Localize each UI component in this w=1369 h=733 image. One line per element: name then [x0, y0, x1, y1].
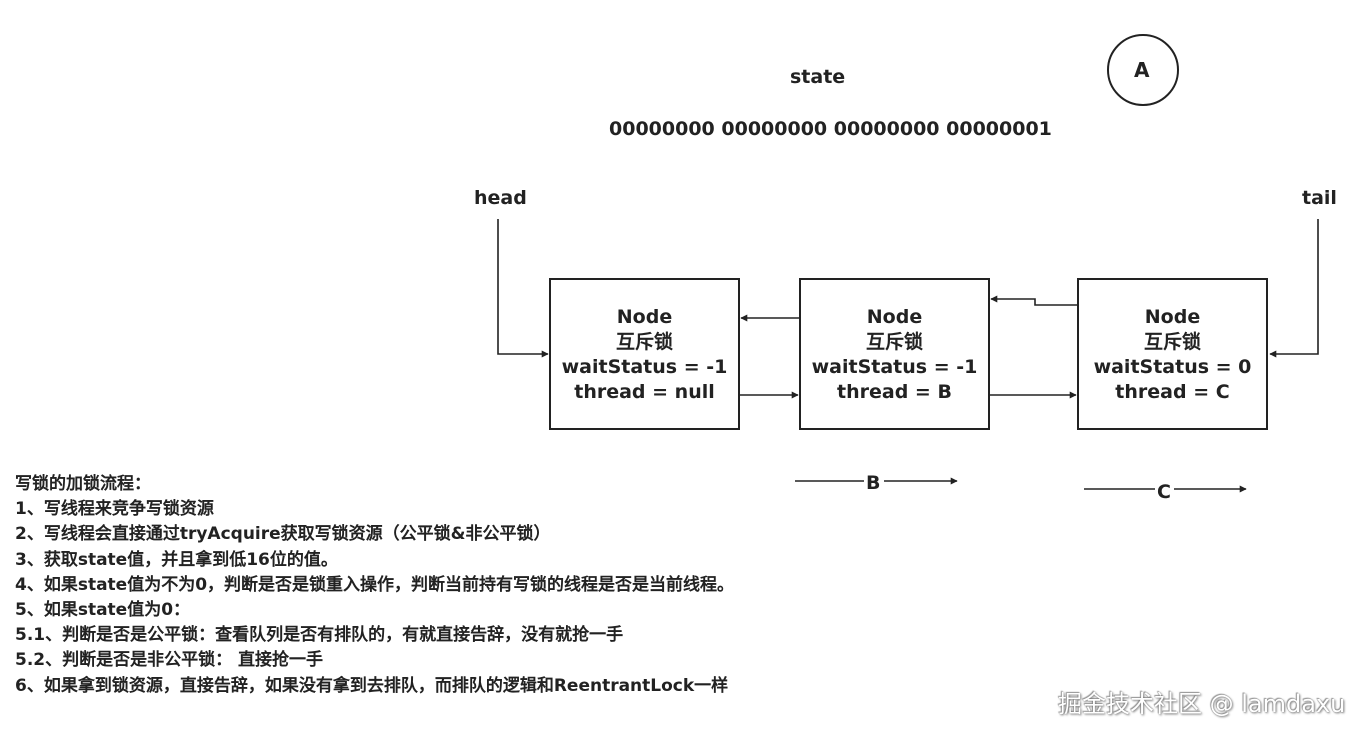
tail-pointer-label: tail: [1302, 187, 1337, 209]
node-lock-type: 互斥锁: [865, 331, 923, 353]
tail-arrow: [1269, 219, 1319, 358]
state-label: state: [790, 66, 846, 88]
thread-a-circle: [1107, 34, 1179, 106]
queue-node-2: Node 互斥锁 waitStatus = -1 thread = B: [800, 279, 989, 429]
step-item: 1、写线程来竞争写锁资源: [15, 499, 214, 520]
node-wait-status: waitStatus = -1: [811, 356, 978, 378]
queue-node-1: Node 互斥锁 waitStatus = -1 thread = null: [550, 279, 739, 429]
node-thread: thread = null: [574, 381, 715, 403]
node-wait-status: waitStatus = -1: [561, 356, 728, 378]
node-thread: thread = C: [1115, 381, 1230, 403]
step-item: 6、如果拿到锁资源，直接告辞，如果没有拿到去排队，而排队的逻辑和Reentran…: [15, 675, 729, 696]
node-title: Node: [1144, 306, 1201, 328]
thread-c-marker: C: [1157, 481, 1171, 503]
head-pointer-label: head: [474, 187, 527, 209]
queue-node-3: Node 互斥锁 waitStatus = 0 thread = C: [1078, 279, 1267, 429]
state-bits-value: 00000000 00000000 00000000 00000001: [609, 118, 1052, 140]
node-lock-type: 互斥锁: [1143, 331, 1201, 353]
head-arrow: [497, 219, 549, 358]
step-item: 5.1、判断是否是公平锁：查看队列是否有排队的，有就直接告辞，没有就抢一手: [15, 625, 624, 646]
node-lock-type: 互斥锁: [615, 331, 673, 353]
write-lock-steps-list: 写锁的加锁流程： 1、写线程来竞争写锁资源 2、写线程会直接通过tryAcqui…: [15, 472, 734, 699]
step-item: 4、如果state值为不为0，判断是否是锁重入操作，判断当前持有写锁的线程是否是…: [15, 574, 735, 595]
prev-arrow-3-to-2: [990, 295, 1078, 306]
thread-b-marker: B: [866, 472, 881, 494]
node-title: Node: [866, 306, 923, 328]
step-item: 3、获取state值，并且拿到低16位的值。: [15, 549, 338, 570]
node-box-2: [799, 278, 990, 430]
steps-heading: 写锁的加锁流程：: [15, 474, 151, 494]
step-item: 5、如果state值为0：: [15, 600, 191, 621]
step-item: 2、写线程会直接通过tryAcquire获取写锁资源（公平锁&非公平锁）: [15, 524, 551, 545]
node-wait-status: waitStatus = 0: [1093, 356, 1252, 378]
node-title: Node: [616, 306, 673, 328]
step-item: 5.2、判断是否是非公平锁： 直接抢一手: [15, 650, 324, 671]
thread-a-label: A: [1134, 58, 1150, 82]
node-thread: thread = B: [837, 381, 952, 403]
watermark: 掘金技术社区 @ lamdaxu: [1058, 690, 1346, 718]
node-box-3: [1077, 278, 1268, 430]
node-box-1: [549, 278, 740, 430]
